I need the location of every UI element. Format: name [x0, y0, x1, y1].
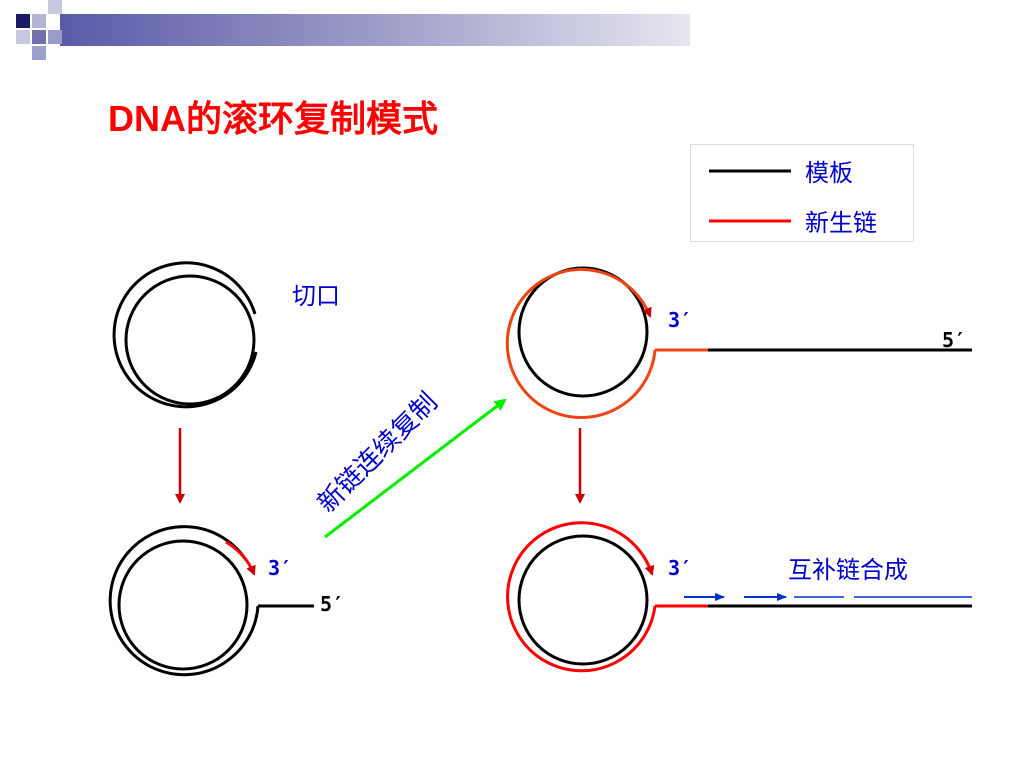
- end-5-label: 5′: [320, 592, 345, 616]
- inner-strand: [124, 274, 256, 406]
- outer-strand: [108, 525, 260, 677]
- header-decoration: [16, 0, 690, 60]
- legend-swatches: [709, 169, 791, 223]
- circle-rolling: [505, 266, 972, 419]
- header-square: [48, 0, 62, 14]
- header-square: [16, 30, 30, 44]
- new-strand-around: [506, 521, 657, 673]
- outer-strand-nicked: [112, 261, 258, 409]
- circle-initiation: [108, 525, 314, 677]
- header-square: [32, 30, 46, 44]
- new-strand-around: [505, 268, 657, 419]
- legend-new-strand-label: 新生链: [805, 209, 877, 237]
- end-3-label: 3′: [668, 308, 693, 332]
- legend: 模板 新生链: [690, 144, 914, 242]
- header-square: [16, 14, 30, 28]
- nick-label: 切口: [292, 282, 340, 310]
- header-square: [48, 30, 62, 44]
- circle-complementary: [506, 521, 972, 673]
- step-arrow-diagonal: [324, 398, 507, 539]
- circle-nicked: [112, 261, 258, 409]
- page-title: DNA的滚环复制模式: [108, 98, 438, 139]
- legend-template-label: 模板: [805, 159, 853, 187]
- header-square: [32, 46, 46, 60]
- end-3-label: 3′: [268, 556, 293, 580]
- header-square: [32, 14, 46, 28]
- header-bar: [60, 14, 690, 46]
- new-strand-short: [225, 540, 256, 576]
- end-3-label: 3′: [668, 556, 693, 580]
- inner-strand: [517, 534, 649, 666]
- inner-strand: [117, 539, 249, 671]
- complementary-synthesis-label: 互补链合成: [788, 556, 908, 584]
- end-5-label: 5′: [942, 328, 967, 352]
